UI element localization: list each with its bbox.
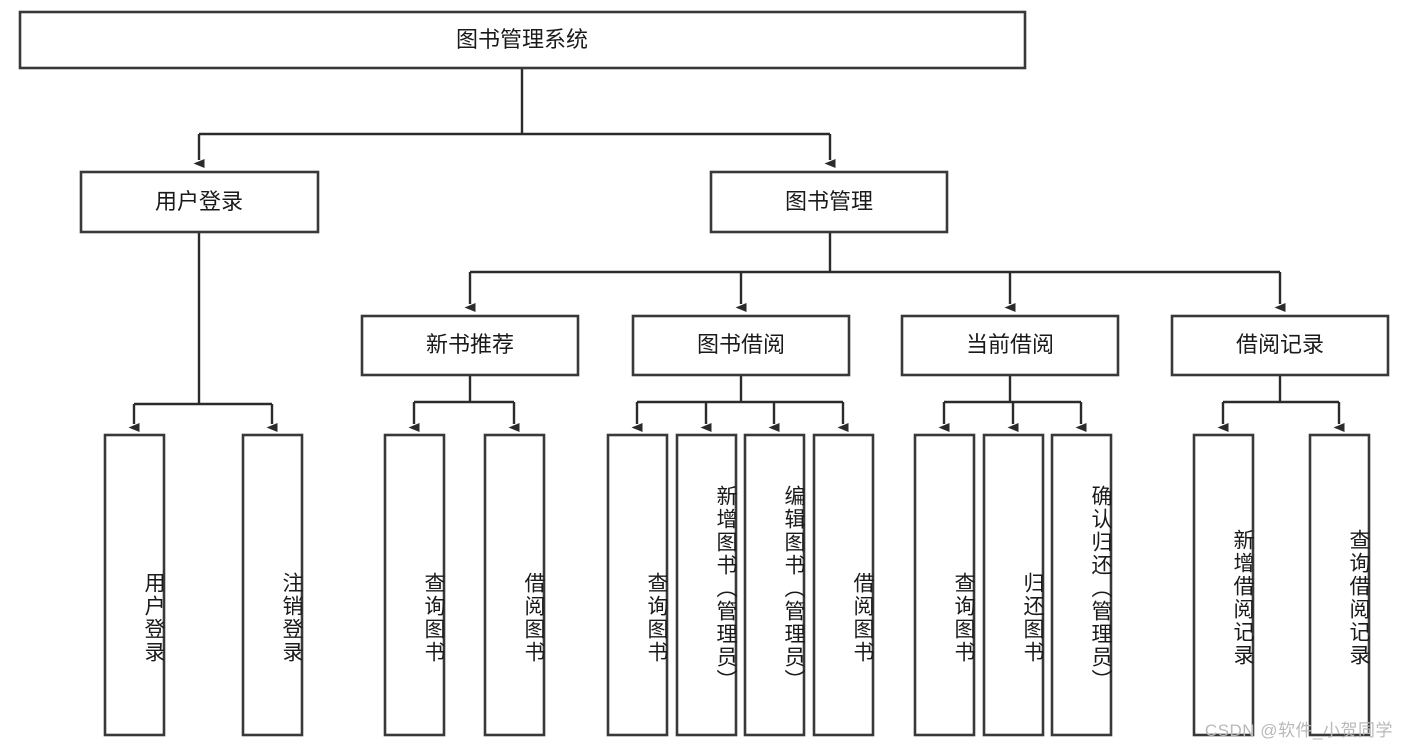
node-user-login-label: 用户登录 (155, 189, 243, 214)
node-root-label: 图书管理系统 (456, 27, 588, 52)
node-book-manage[interactable]: 图书管理 (709, 170, 949, 234)
leaf-box-add-book[interactable] (675, 433, 738, 737)
leaf-box-add-borrow-record[interactable] (1192, 433, 1255, 737)
node-current-borrow-box[interactable] (900, 314, 1120, 377)
leaf-box-query-book-1[interactable] (383, 433, 446, 737)
leaf-boxes (103, 433, 1371, 737)
leaf-box-edit-book[interactable] (743, 433, 806, 737)
node-book-borrow-box[interactable] (631, 314, 851, 377)
node-borrow-record-label: 借阅记录 (1236, 332, 1324, 357)
node-new-book-recommend-label: 新书推荐 (426, 332, 514, 357)
node-current-borrow-label: 当前借阅 (966, 332, 1054, 357)
connector-group-current-borrow (938, 375, 1087, 432)
node-borrow-record-box[interactable] (1170, 314, 1390, 377)
node-book-manage-box[interactable] (709, 170, 949, 234)
node-root-box[interactable] (18, 10, 1027, 70)
leaf-box-user-login[interactable] (103, 433, 166, 737)
leaf-box-return-book[interactable] (982, 433, 1045, 737)
connector-group-book-manage (464, 232, 1286, 312)
node-book-borrow-label: 图书借阅 (697, 332, 785, 357)
connector-group-borrow-record (1217, 375, 1345, 432)
node-user-login-box[interactable] (79, 170, 320, 234)
leaf-box-borrow-book-1[interactable] (483, 433, 546, 737)
node-new-book-recommend-box[interactable] (360, 314, 580, 377)
leaf-box-borrow-book-2[interactable] (812, 433, 875, 737)
connector-group-root (193, 68, 836, 168)
connector-group-book-borrow (631, 375, 849, 432)
node-book-manage-label: 图书管理 (785, 189, 873, 214)
connector-group-new-book-recommend (408, 375, 520, 432)
node-current-borrow[interactable]: 当前借阅 (900, 314, 1120, 377)
csdn-watermark: CSDN @软件_小贺同学 (1204, 721, 1393, 740)
leaf-box-query-book-3[interactable] (913, 433, 976, 737)
node-book-borrow[interactable]: 图书借阅 (631, 314, 851, 377)
leaf-box-query-borrow-record[interactable] (1308, 433, 1371, 737)
node-user-login[interactable]: 用户登录 (79, 170, 320, 234)
node-new-book-recommend[interactable]: 新书推荐 (360, 314, 580, 377)
leaf-box-confirm-return[interactable] (1050, 433, 1113, 737)
node-borrow-record[interactable]: 借阅记录 (1170, 314, 1390, 377)
leaf-box-query-book-2[interactable] (606, 433, 669, 737)
leaf-box-logout-login[interactable] (241, 433, 304, 737)
node-root[interactable]: 图书管理系统 (18, 10, 1027, 70)
connector-group-user-login (128, 232, 278, 432)
